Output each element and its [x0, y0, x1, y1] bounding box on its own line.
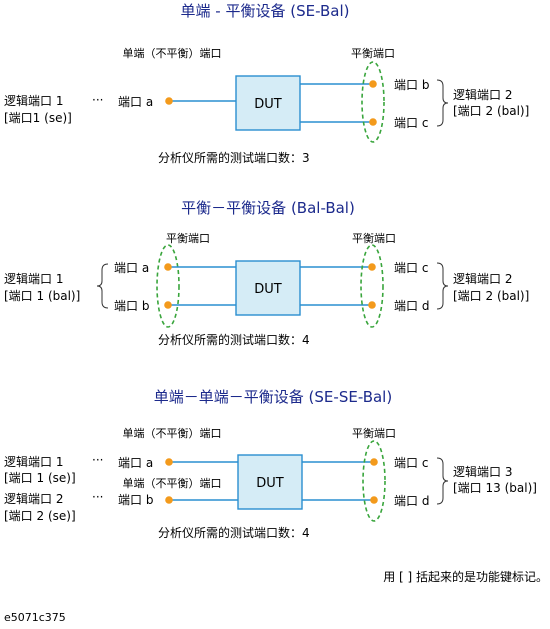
diagram-se-se-bal: 单端－单端－平衡设备 (SE-SE-Bal) 单端（不平衡）端口 平衡端口 逻辑… — [4, 388, 537, 540]
port-connector — [369, 118, 377, 126]
logical-port-label: 逻辑端口 2 — [453, 88, 512, 102]
balanced-pair-ellipse — [361, 61, 385, 143]
port-label: 端口 b — [394, 78, 429, 92]
dut-box — [237, 454, 303, 510]
port-label: 端口 a — [118, 456, 153, 470]
diagram-title: 平衡－平衡设备 (Bal-Bal) — [181, 199, 355, 217]
port-label: 端口 b — [118, 493, 153, 507]
logical-port-label: 逻辑端口 2 — [453, 272, 512, 286]
port-connector — [368, 301, 376, 309]
balanced-pair-ellipse — [362, 440, 386, 522]
softkey-label: [端口 1 (se)] — [4, 471, 76, 485]
bracket — [436, 79, 449, 127]
diagram-title: 单端 - 平衡设备 (SE-Bal) — [181, 2, 350, 20]
port-connector — [368, 263, 376, 271]
diagram-bal-bal: 平衡－平衡设备 (Bal-Bal) 平衡端口 平衡端口 逻辑端口 1 [端口 1… — [4, 199, 529, 347]
logical-port-label: 逻辑端口 1 — [4, 272, 63, 286]
port-label: 端口 c — [394, 456, 428, 470]
port-label: 端口 a — [114, 261, 149, 275]
port-connector — [165, 496, 173, 504]
port-label: 端口 c — [394, 116, 428, 130]
port-label: 端口 d — [394, 494, 429, 508]
balanced-pair-ellipse — [156, 244, 180, 328]
test-port-count: 分析仪所需的测试端口数：4 — [158, 525, 310, 540]
figure-id: e5071c375 — [4, 611, 66, 624]
continuation-dots: ··· — [92, 490, 103, 504]
port-connector — [164, 301, 172, 309]
port-label: 端口 c — [394, 261, 428, 275]
dut-label: DUT — [256, 476, 284, 491]
softkey-label: [端口1 (se)] — [4, 111, 72, 125]
port-label: 端口 a — [118, 95, 153, 109]
logical-port-label: 逻辑端口 1 — [4, 455, 63, 469]
logical-port-label: 逻辑端口 3 — [453, 465, 512, 479]
port-connector — [164, 263, 172, 271]
port-connector — [370, 458, 378, 466]
port-connector — [165, 97, 173, 105]
port-connector — [369, 80, 377, 88]
dut-label: DUT — [254, 282, 282, 297]
softkey-label: [端口 13 (bal)] — [453, 481, 537, 495]
dut-label: DUT — [254, 97, 282, 112]
bracket — [436, 457, 449, 505]
softkey-label: [端口 1 (bal)] — [4, 289, 80, 303]
softkey-label: [端口 2 (bal)] — [453, 289, 529, 303]
continuation-dots: ··· — [92, 93, 103, 107]
dut-box — [235, 75, 301, 131]
logical-port-label: 逻辑端口 1 — [4, 94, 63, 108]
balanced-port-header: 平衡端口 — [166, 232, 210, 245]
softkey-label: [端口 2 (se)] — [4, 509, 76, 523]
dut-box — [235, 260, 301, 316]
port-label: 端口 b — [114, 299, 149, 313]
balanced-port-header: 平衡端口 — [352, 427, 396, 440]
bracket — [96, 263, 109, 309]
balanced-port-header: 平衡端口 — [351, 47, 395, 60]
bracket — [436, 262, 449, 310]
test-port-count: 分析仪所需的测试端口数：3 — [158, 150, 310, 165]
balanced-port-header: 平衡端口 — [352, 232, 396, 245]
port-label: 端口 d — [394, 299, 429, 313]
logical-port-label: 逻辑端口 2 — [4, 492, 63, 506]
footnote: 用 [ ] 括起来的是功能键标记。 — [383, 569, 548, 584]
balanced-pair-ellipse — [360, 244, 384, 328]
continuation-dots: ··· — [92, 453, 103, 467]
se-port-header: 单端（不平衡）端口 — [123, 427, 222, 440]
diagram-se-bal: 单端 - 平衡设备 (SE-Bal) 单端（不平衡）端口 平衡端口 逻辑端口 1… — [4, 2, 529, 165]
test-port-count: 分析仪所需的测试端口数：4 — [158, 332, 310, 347]
se-port-header: 单端（不平衡）端口 — [123, 47, 222, 60]
port-connector — [165, 458, 173, 466]
softkey-label: [端口 2 (bal)] — [453, 104, 529, 118]
diagram-title: 单端－单端－平衡设备 (SE-SE-Bal) — [154, 388, 392, 406]
se-port-header: 单端（不平衡）端口 — [123, 477, 222, 490]
port-connector — [370, 496, 378, 504]
